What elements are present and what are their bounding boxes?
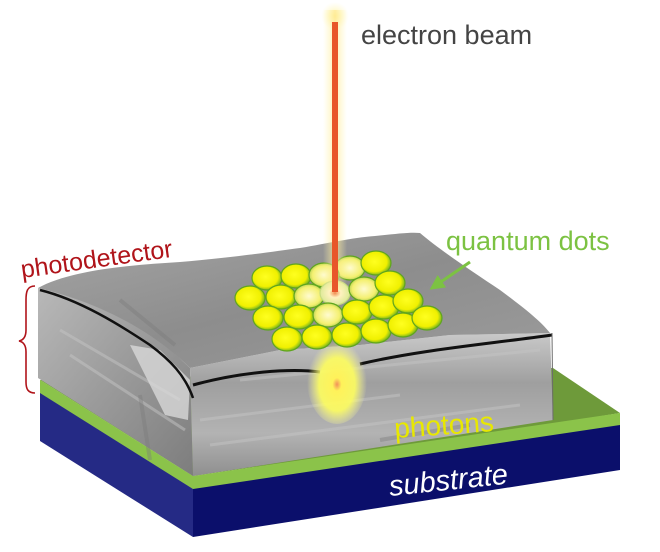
- quantum-dots-label: quantum dots: [446, 226, 610, 256]
- quantum-dot: [234, 285, 266, 311]
- substrate-layer: [40, 392, 620, 537]
- green-layer-front-face: [193, 413, 620, 489]
- photodetector-block: [38, 232, 554, 476]
- block-right-edge: [551, 332, 554, 421]
- quantum-dot: [374, 270, 406, 296]
- quantum-dot: [301, 324, 333, 350]
- quantum-dot: [271, 326, 303, 352]
- quantum-dot: [341, 299, 373, 325]
- photodetector-bracket: [18, 285, 36, 394]
- quantum-dot: [312, 302, 344, 328]
- quantum-dot: [392, 288, 424, 314]
- electron-beam: [321, 2, 349, 292]
- quantum-dot: [252, 305, 284, 331]
- quantum-dot: [331, 322, 363, 348]
- quantum-dot: [360, 250, 392, 276]
- block-texture-dark: [118, 298, 471, 461]
- quantum-dot: [411, 305, 443, 331]
- photon-emission-glow: [307, 336, 367, 424]
- surface-crack: [39, 288, 195, 399]
- photons-label: photons: [393, 406, 495, 444]
- block-front-face: [190, 333, 553, 476]
- substrate-left-face: [40, 392, 193, 537]
- green-layer-left-face: [40, 380, 193, 489]
- quantum-dot: [293, 283, 325, 309]
- beam-core: [332, 22, 338, 292]
- block-texture: [59, 328, 541, 447]
- block-highlight: [130, 345, 190, 420]
- quantum-dot: [283, 304, 315, 330]
- quantum-dot: [360, 318, 392, 344]
- electron-beam-label: electron beam: [361, 20, 532, 50]
- substrate-front-face: [193, 424, 620, 537]
- quantum-dot: [265, 284, 297, 310]
- quantum-dots-arrow: [429, 260, 471, 290]
